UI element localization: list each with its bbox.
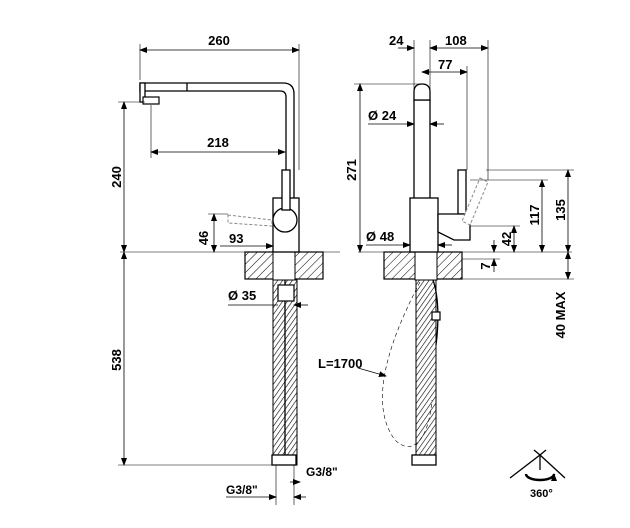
dim-inlet-left: G3/8" bbox=[226, 483, 258, 497]
front-aerator bbox=[142, 96, 160, 105]
front-shank-hole bbox=[272, 251, 296, 281]
front-shank-nut bbox=[277, 284, 295, 302]
dim-inlet-right: G3/8" bbox=[306, 465, 338, 479]
side-shank-hole bbox=[414, 251, 438, 281]
dim-body-offset: 93 bbox=[229, 231, 243, 246]
side-spout-head bbox=[413, 83, 431, 101]
rotation-label: 360° bbox=[530, 488, 553, 500]
dim-depth: 108 bbox=[445, 33, 467, 48]
dim-overall-width: 260 bbox=[208, 33, 230, 48]
rotation-360-icon: 360° bbox=[509, 449, 566, 500]
dim-shank-diameter: Ø 35 bbox=[228, 288, 256, 303]
side-inlet-fittings bbox=[411, 454, 437, 466]
front-inlet-fittings bbox=[271, 454, 297, 466]
dim-spout-height: 240 bbox=[109, 166, 124, 188]
side-lever-ghost bbox=[461, 177, 489, 226]
side-lever-upright bbox=[457, 169, 467, 215]
dim-handle-reach: 77 bbox=[438, 57, 452, 72]
side-mixer-body bbox=[409, 197, 439, 253]
dim-lever-height: 135 bbox=[553, 199, 568, 221]
front-lever-ghost bbox=[227, 214, 273, 227]
dim-max-deck: 40 MAX bbox=[553, 291, 568, 338]
dim-base-diameter: Ø 48 bbox=[366, 229, 394, 244]
dim-spout-offset: 24 bbox=[389, 33, 404, 48]
dim-spout-reach: 218 bbox=[207, 135, 229, 150]
side-tube bbox=[413, 99, 431, 201]
dim-total-height: 271 bbox=[344, 159, 359, 181]
dim-lever-low: 42 bbox=[499, 232, 514, 246]
dim-hose-length: L=1700 bbox=[318, 356, 362, 371]
front-lever-upright bbox=[281, 169, 291, 211]
side-hose-weight bbox=[431, 311, 441, 321]
front-mixer-cartridge bbox=[272, 207, 298, 233]
dim-shank-length: 538 bbox=[109, 349, 124, 371]
side-view: 24 108 77 Ø 24 271 Ø 48 135 117 42 bbox=[318, 33, 574, 466]
dim-base-plate: 7 bbox=[478, 262, 493, 269]
front-view: 260 218 240 46 93 Ø 35 538 G3/8" G3/8" bbox=[109, 33, 340, 505]
dim-handle-height: 46 bbox=[196, 231, 211, 245]
dim-tube-diameter: Ø 24 bbox=[368, 108, 397, 123]
side-pullout-hose-loop bbox=[382, 281, 433, 447]
side-supply-hoses bbox=[415, 279, 437, 456]
dim-lever-pivot: 117 bbox=[527, 205, 542, 226]
